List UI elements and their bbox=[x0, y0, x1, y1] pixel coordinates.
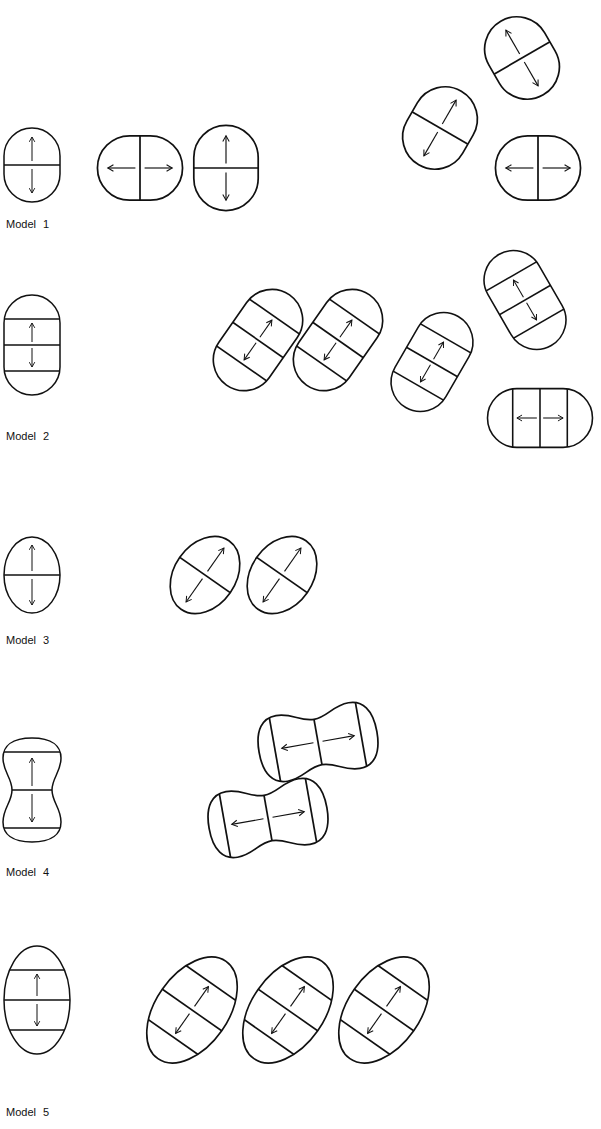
model-label: Model 2 bbox=[6, 430, 49, 443]
model-2-cells bbox=[0, 234, 593, 460]
model-5-cells bbox=[0, 936, 454, 1084]
model-label: Model 4 bbox=[6, 866, 49, 879]
model-label: Model 5 bbox=[6, 1106, 49, 1119]
model-label: Model 3 bbox=[6, 634, 49, 647]
model-3-cells bbox=[0, 516, 342, 635]
model-1-cells bbox=[0, 0, 583, 214]
model-4-cells bbox=[0, 686, 385, 873]
model-label: Model 1 bbox=[6, 218, 49, 231]
